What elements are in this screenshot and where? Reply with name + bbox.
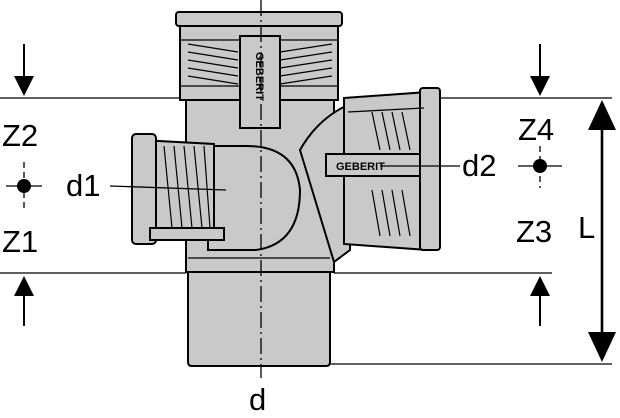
brand-text-horizontal: GEBERIT — [336, 161, 385, 173]
label-d: d — [249, 382, 266, 417]
left-branch — [131, 133, 302, 251]
label-z3: Z3 — [516, 214, 552, 249]
z1-arrow-head — [14, 276, 34, 296]
l-arrow-bottom — [588, 332, 616, 362]
label-d2: d2 — [462, 148, 496, 183]
right-brand-plate — [325, 153, 421, 177]
right-branch: GEBERIT — [298, 87, 441, 264]
l-arrow-top — [588, 100, 616, 130]
z4-arrow-head — [530, 76, 550, 96]
right-socket-rim — [419, 87, 441, 251]
left-branch-elbow — [207, 145, 302, 251]
right-socket-band — [347, 107, 425, 113]
left-socket-rim — [131, 133, 157, 245]
right-socket-ribs — [371, 111, 411, 237]
z3-arrow-head — [530, 276, 550, 296]
top-socket-rim — [175, 11, 343, 27]
brand-text-vertical: GEBERIT — [253, 52, 265, 101]
l-dimension — [588, 100, 616, 362]
top-socket-ribs — [187, 43, 333, 85]
label-d1: d1 — [66, 168, 100, 203]
right-dimension — [518, 44, 562, 326]
label-z1: Z1 — [2, 224, 38, 259]
left-socket-collar — [149, 227, 225, 241]
left-dimension — [6, 44, 42, 326]
z2-arrow-head — [14, 76, 34, 96]
label-z2: Z2 — [2, 118, 38, 153]
label-z4: Z4 — [518, 112, 554, 147]
d1-leader — [109, 185, 227, 191]
top-brand-plate — [239, 35, 281, 129]
left-socket-ribs — [163, 145, 211, 229]
label-l: L — [578, 210, 595, 245]
lower-spigot — [187, 271, 331, 367]
